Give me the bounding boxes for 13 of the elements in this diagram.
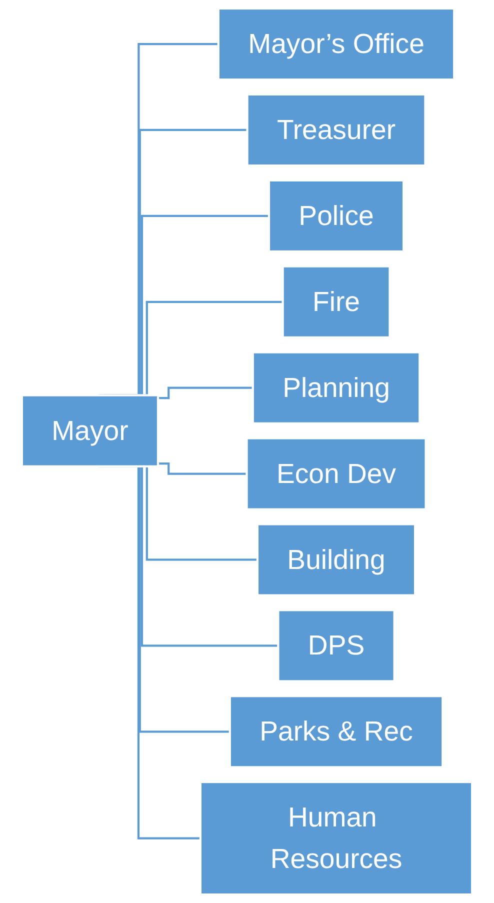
node-box [217,7,456,81]
node-box [246,93,426,167]
connector [158,462,247,475]
node-box [246,437,427,510]
connector [158,386,253,400]
node-box [282,265,391,338]
node-box [268,179,405,253]
node-box [277,609,396,682]
node-box [256,523,416,596]
node-box [252,351,421,424]
node-box [228,695,444,768]
node-box [20,394,160,468]
node-box [199,780,474,896]
